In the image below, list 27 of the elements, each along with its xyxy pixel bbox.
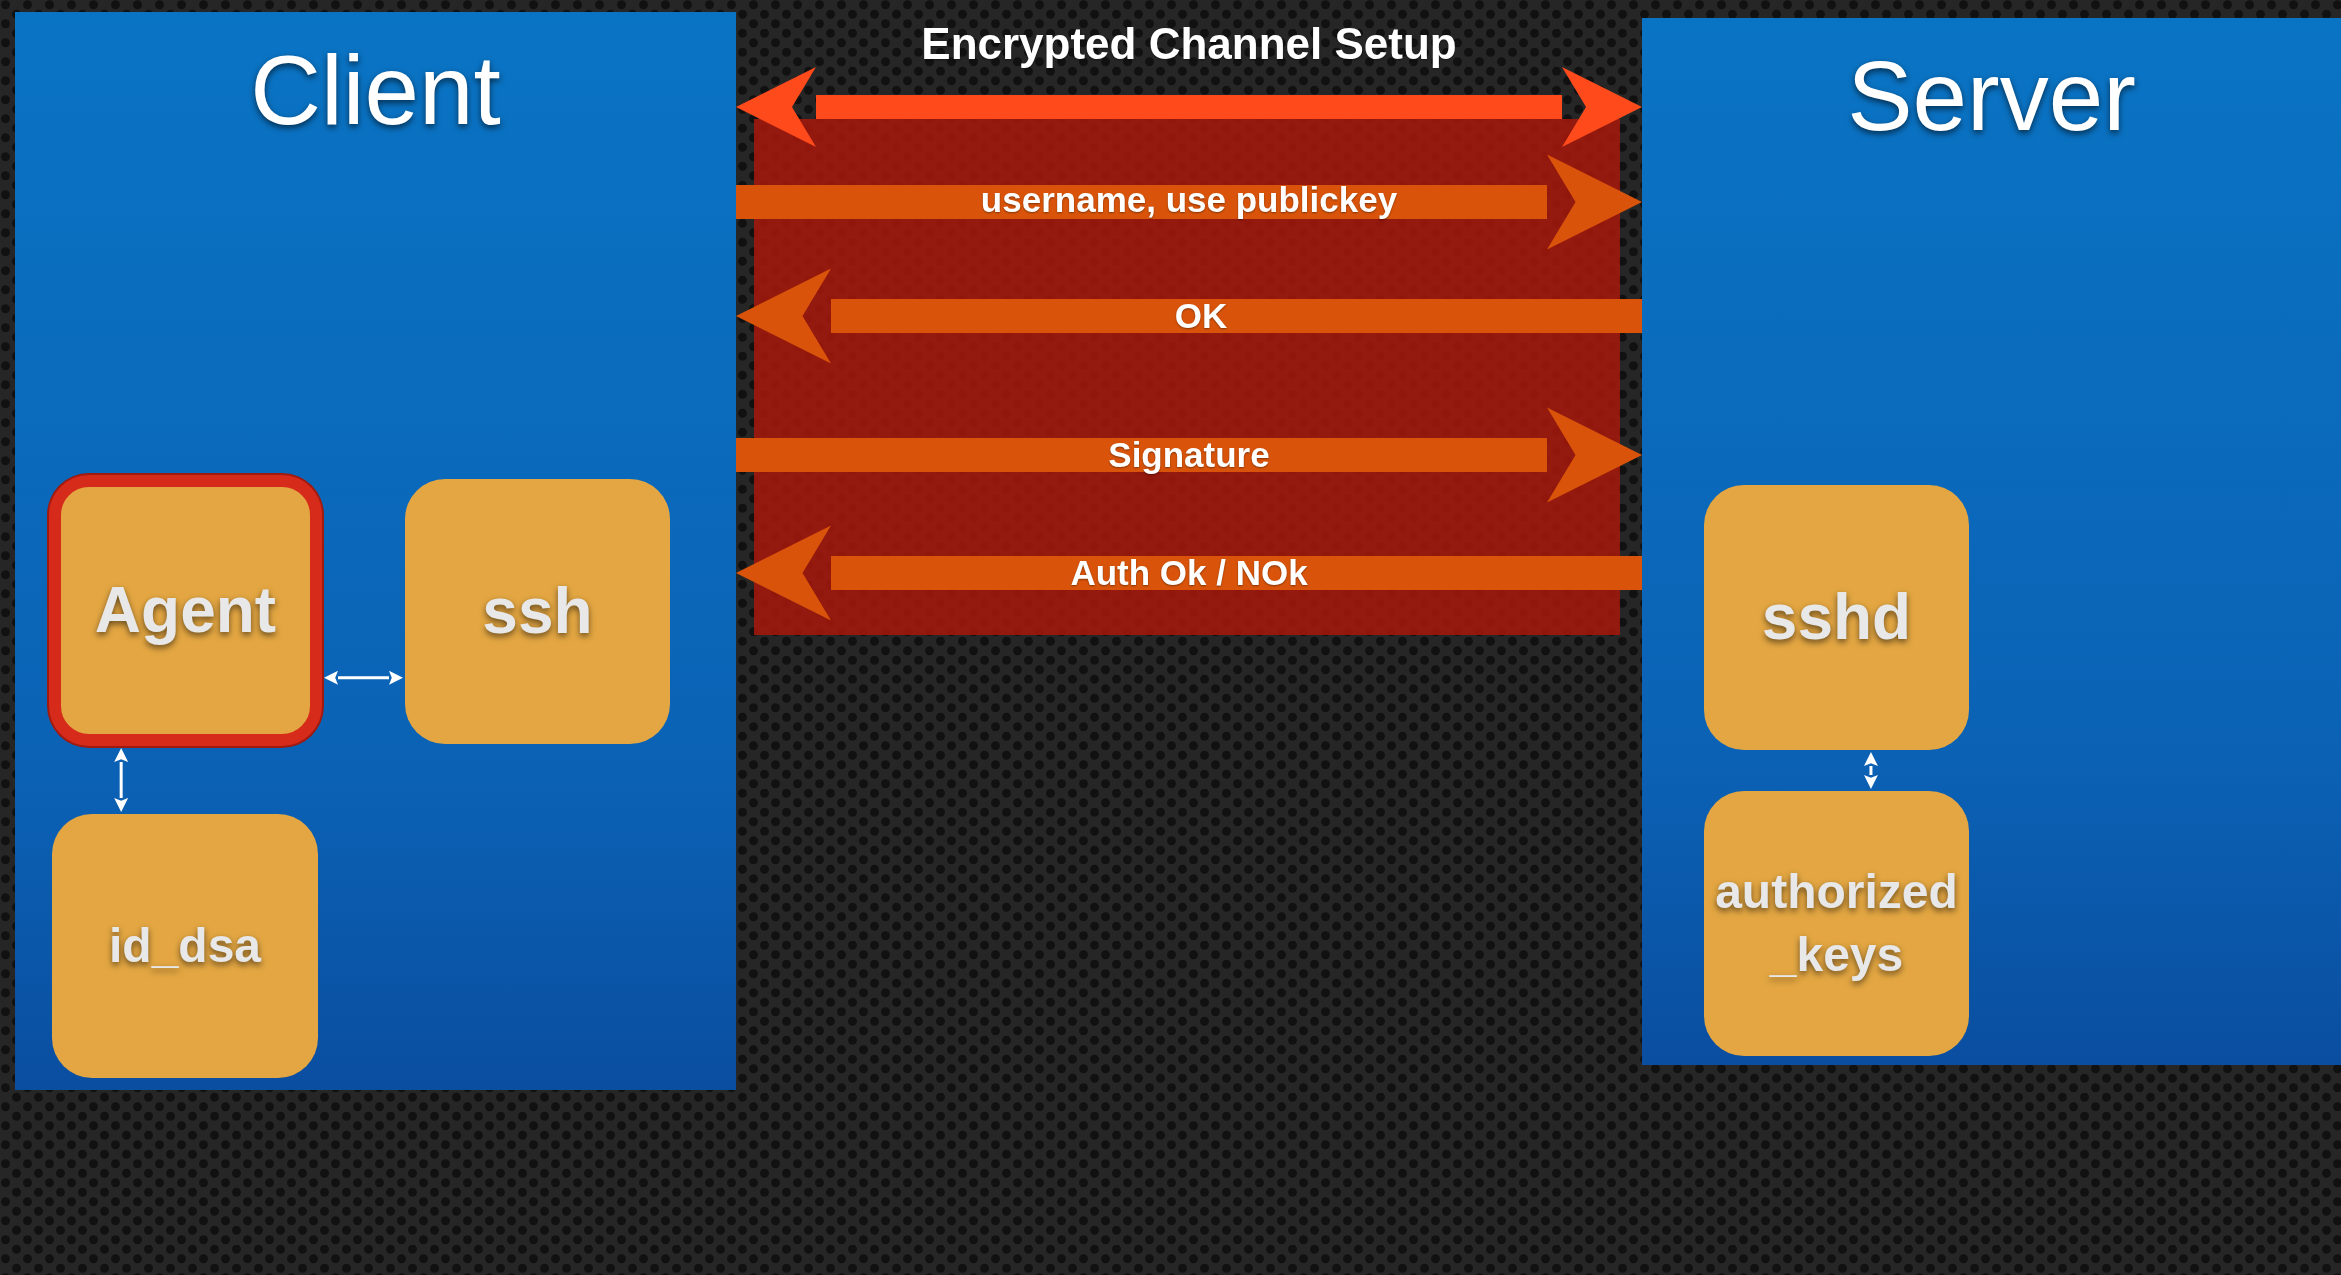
panel-title: Client [249, 34, 502, 147]
box-label: id_dsa [108, 917, 262, 974]
side-panel [15, 12, 736, 1090]
component-box [49, 475, 322, 746]
arrow [736, 407, 1642, 503]
arrow [736, 67, 1642, 147]
arrow [324, 670, 403, 685]
panel-title: Server [1846, 40, 2137, 153]
edge-label: OK [1174, 296, 1228, 336]
component-box [1704, 485, 1969, 750]
arrow [736, 268, 1642, 364]
component-box [52, 814, 318, 1078]
edge-label: Signature [1108, 435, 1270, 475]
arrow [114, 748, 129, 812]
component-box [405, 479, 670, 744]
arrow [736, 154, 1642, 250]
box-label: Agent [94, 572, 277, 648]
edge-label: Auth Ok / NOk [1070, 553, 1308, 593]
arrow [736, 525, 1642, 621]
box-label: sshd [1761, 579, 1912, 655]
box-label: authorized _keys [1714, 864, 1959, 983]
edge-label: Encrypted Channel Setup [921, 19, 1457, 69]
side-panel [1642, 18, 2341, 1065]
edge-label: username, use publickey [980, 180, 1398, 220]
box-label: ssh [482, 573, 593, 649]
arrow [1863, 752, 1878, 789]
component-box [1704, 791, 1969, 1056]
